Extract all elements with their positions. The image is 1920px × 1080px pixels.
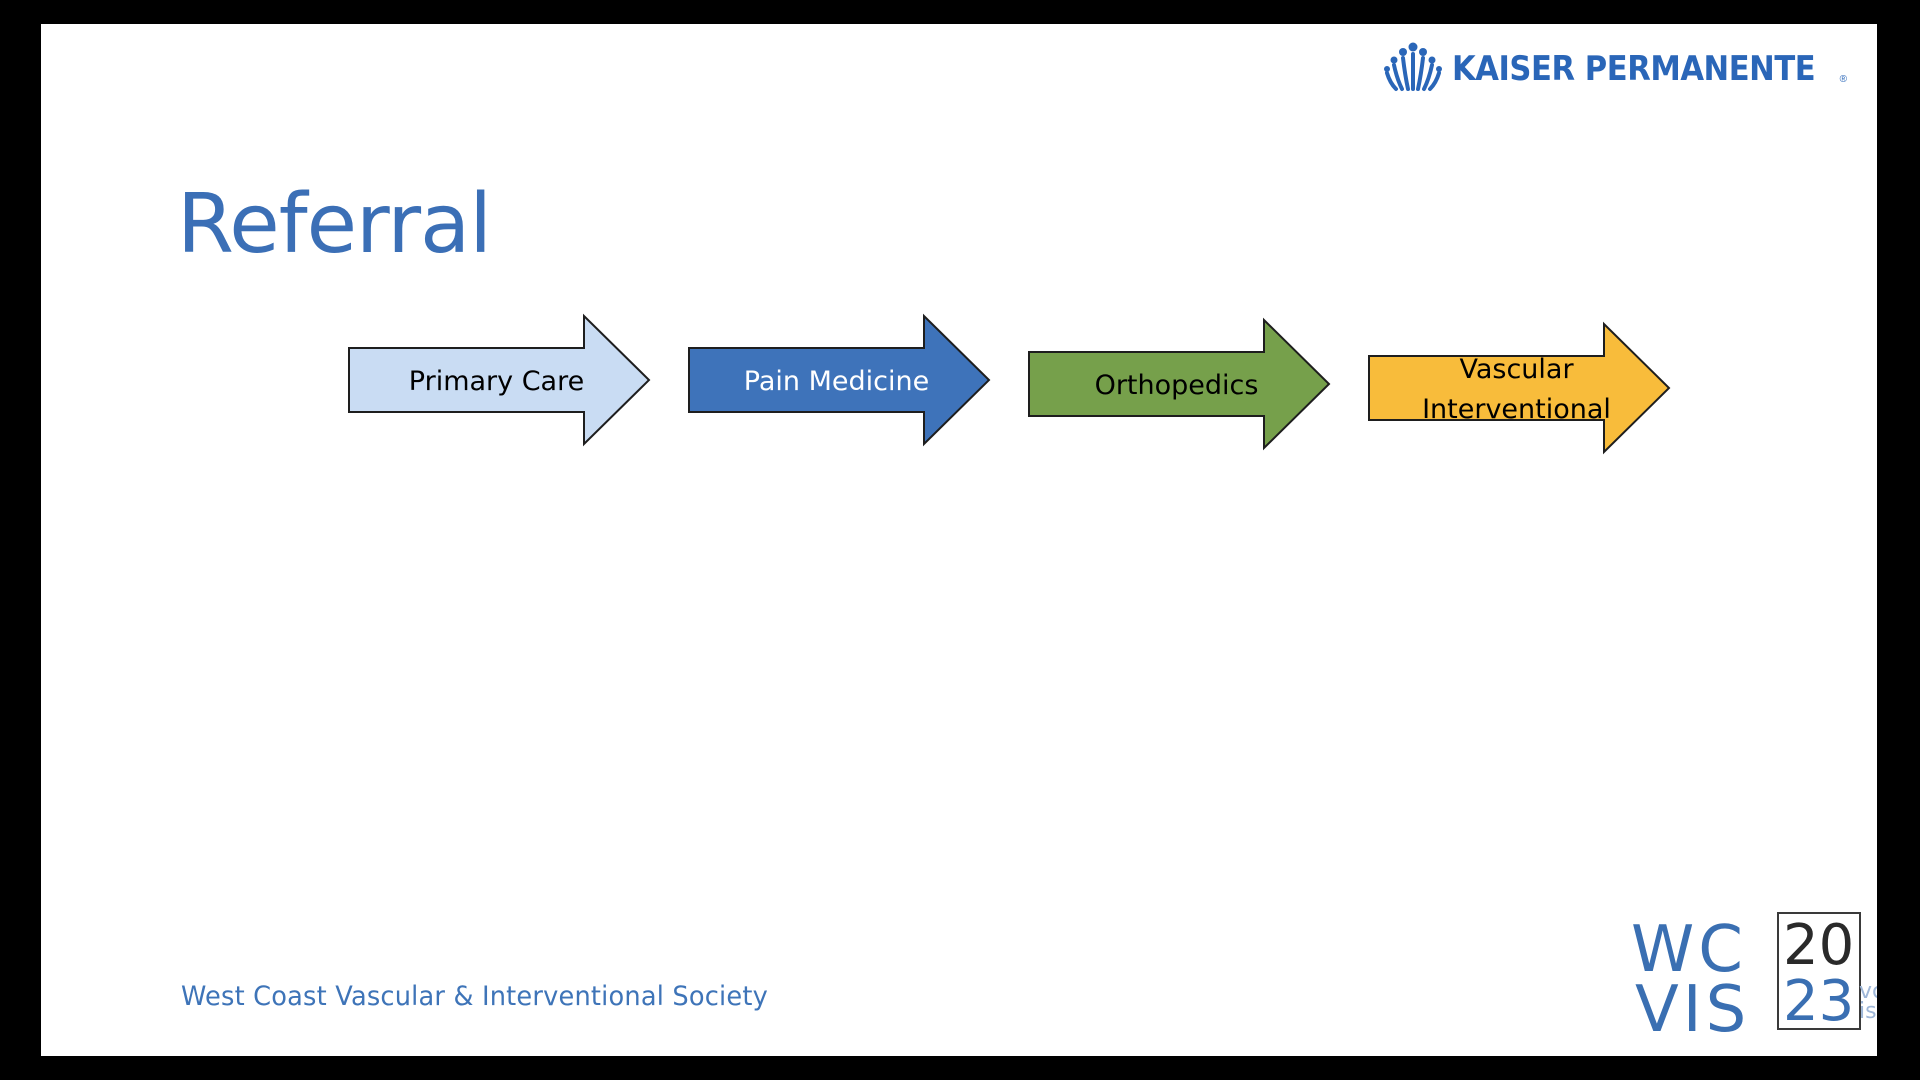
wcvis-2023-logo: WC VIS 20 23 vc is bbox=[1631, 912, 1877, 1042]
kaiser-people-icon bbox=[1384, 42, 1443, 91]
flow-arrow-2 bbox=[688, 313, 991, 447]
wcvis-mini-top: vc bbox=[1859, 979, 1877, 1004]
wcvis-logo-row1: WC bbox=[1631, 913, 1747, 987]
flow-arrow-4 bbox=[1368, 321, 1671, 455]
wcvis-year-top: 20 bbox=[1783, 913, 1855, 978]
wcvis-logo-row2: VIS bbox=[1635, 973, 1751, 1047]
referral-flow-diagram: Primary Care Pain Medicine Orthopedics Vasc… bbox=[348, 313, 1671, 455]
flow-label-3: Orthopedics bbox=[1095, 370, 1259, 401]
flow-label-2: Pain Medicine bbox=[744, 366, 929, 397]
kaiser-logo: KAISER PERMANENTE ® bbox=[1382, 34, 1847, 104]
flow-label-4-line-2: Interventional bbox=[1422, 394, 1611, 425]
society-name: West Coast Vascular & Interventional Soc… bbox=[181, 981, 768, 1012]
wcvis-year-bottom: 23 bbox=[1783, 969, 1855, 1034]
flow-arrow-3 bbox=[1028, 317, 1331, 451]
slide: KAISER PERMANENTE ® Referral Primary Car… bbox=[41, 24, 1877, 1056]
wcvis-mini-mark: vc is bbox=[1859, 979, 1877, 1024]
wcvis-year-box bbox=[1777, 912, 1861, 1030]
flow-label-4-line-1: Vascular bbox=[1459, 354, 1574, 385]
slide-title: Referral bbox=[177, 177, 492, 272]
wcvis-mini-bottom: is bbox=[1859, 998, 1877, 1024]
registered-mark: ® bbox=[1839, 73, 1847, 85]
kaiser-logo-text: KAISER PERMANENTE bbox=[1452, 49, 1816, 89]
flow-label-1: Primary Care bbox=[409, 366, 584, 397]
flow-arrow-1 bbox=[348, 313, 651, 447]
